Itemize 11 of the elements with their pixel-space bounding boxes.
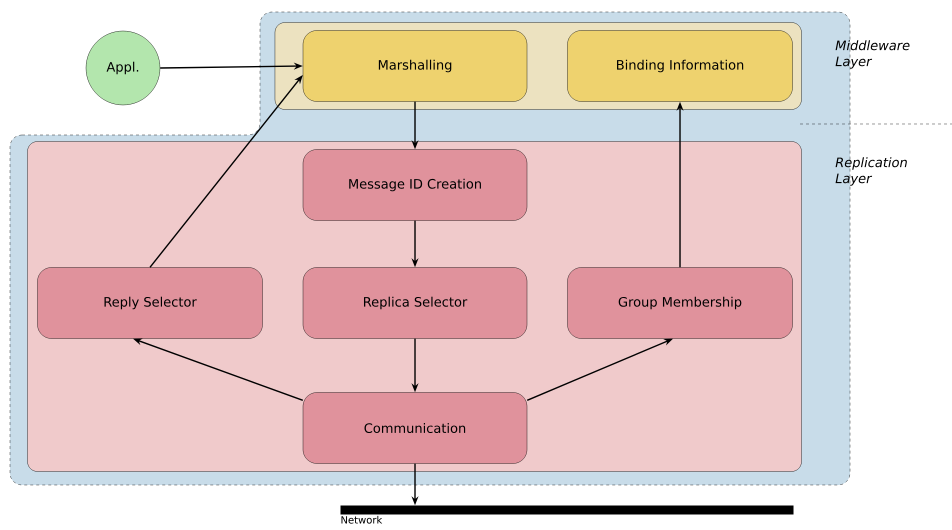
layer-label: Middleware Layer — [836, 40, 910, 69]
process-box: Communication — [302, 392, 528, 464]
layer-label: Replication Layer — [836, 157, 907, 186]
node-label: Network — [341, 516, 382, 524]
process-box: Message ID Creation — [302, 149, 528, 221]
process-box: Group Membership — [567, 267, 793, 339]
process-box: Binding Information — [567, 30, 793, 102]
process-box: Marshalling — [302, 30, 528, 102]
process-box: Reply Selector — [37, 267, 263, 339]
network-bar: Network — [340, 506, 794, 524]
process-box: Replica Selector — [302, 267, 528, 339]
